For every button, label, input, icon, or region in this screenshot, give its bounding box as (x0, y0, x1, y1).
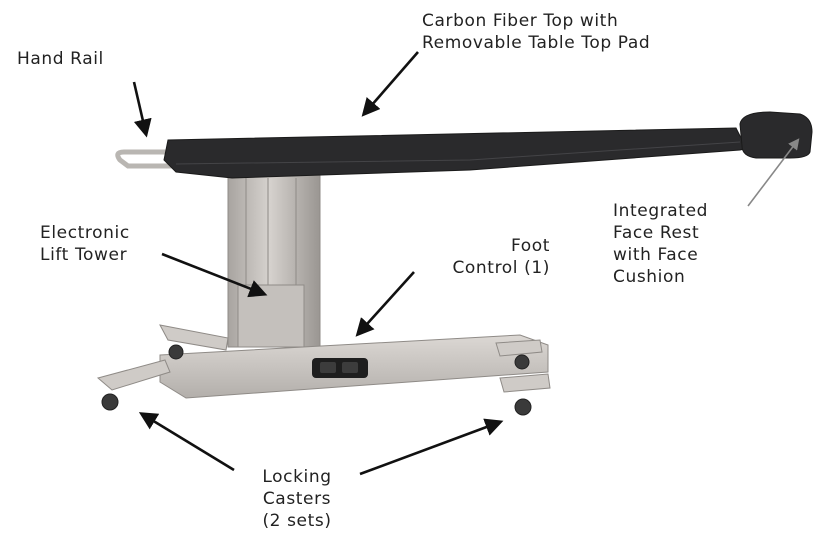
face-cushion (739, 111, 813, 159)
caster-icon (101, 344, 532, 416)
arrow-caster-left (138, 412, 235, 472)
table-top (163, 127, 749, 179)
foot-control-label: Foot Control (1) (452, 236, 550, 278)
lift-tower-label: Electronic Lift Tower (40, 223, 130, 265)
hand-rail-label: Hand Rail (17, 49, 104, 69)
arrow-lift-tower (161, 252, 268, 298)
arrow-face-rest (747, 138, 800, 207)
casters-label: Locking Casters (2 sets) (262, 467, 332, 531)
hand-rail (115, 149, 179, 169)
arrow-foot-control (355, 271, 415, 337)
carbon-top-label: Carbon Fiber Top with Removable Table To… (422, 11, 651, 53)
arrow-hand-rail (132, 81, 152, 138)
face-rest-label: Integrated Face Rest with Face Cushion (613, 201, 709, 287)
foot-control-icon (312, 358, 368, 378)
arrow-caster-right (359, 418, 504, 476)
arrow-carbon-top (361, 51, 419, 117)
